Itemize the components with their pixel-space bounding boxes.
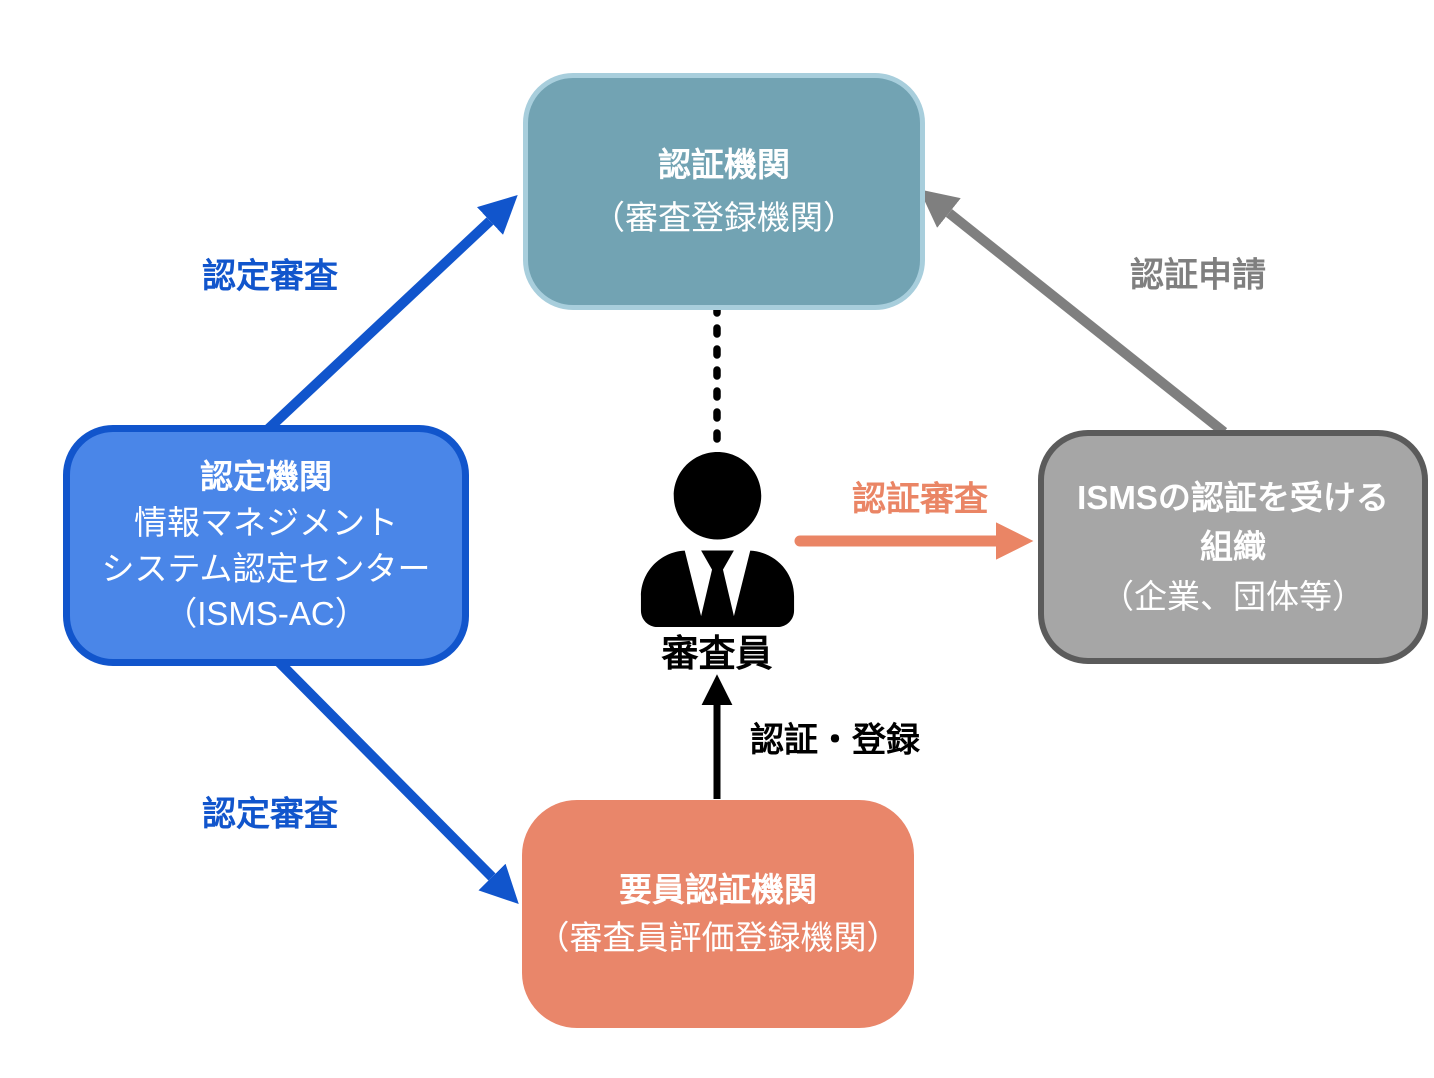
accreditation-body-box: 認定機関 情報マネジメント システム認定センター （ISMS-AC） [63,425,469,666]
accreditation-audit-label-bottom: 認定審査 [202,795,338,834]
certified-organization-title-line2: 組織 [1200,528,1266,566]
accreditation-body-name-line3: （ISMS-AC） [164,595,368,633]
accreditation-body-name-line1: 情報マネジメント [134,503,398,541]
accreditation-audit-arrow-top [261,195,518,436]
auditor-person-icon [640,452,795,627]
certified-organization-box: ISMSの認証を受ける 組織 （企業、団体等） [1038,430,1428,664]
certification-body-box: 認証機関 （審査登録機関） [523,73,925,310]
certification-application-arrow [919,189,1228,436]
certified-organization-title-line1: ISMSの認証を受ける [1077,478,1389,516]
certification-body-subtitle: （審査登録機関） [592,198,856,236]
certification-audit-label: 認証審査 [852,480,988,519]
accreditation-audit-arrow-bottom [261,644,519,904]
personnel-certification-body-box: 要員認証機関 （審査員評価登録機関） [522,800,914,1028]
accreditation-body-name-line2: システム認定センター [101,549,431,587]
accreditation-body-title: 認定機関 [200,458,332,496]
certification-registration-label: 認証・登録 [750,721,920,760]
auditor-label: 審査員 [661,633,773,674]
personnel-certification-body-subtitle: （審査員評価登録機関） [536,919,900,956]
certification-application-label: 認証申請 [1130,256,1266,295]
personnel-certification-body-title: 要員認証機関 [619,871,817,909]
certification-body-title: 認証機関 [658,145,790,183]
accreditation-audit-label-top: 認定審査 [202,257,338,296]
certified-organization-subtitle: （企業、団体等） [1101,577,1365,615]
